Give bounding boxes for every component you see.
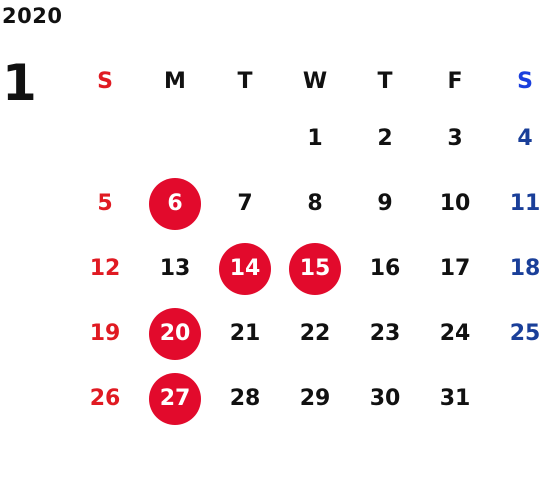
- day-cell[interactable]: 23: [350, 308, 420, 360]
- day-cell[interactable]: 4: [490, 113, 548, 165]
- day-number: 23: [369, 321, 401, 346]
- day-cell[interactable]: 31: [420, 373, 490, 425]
- day-number: 4: [517, 126, 533, 151]
- day-cell[interactable]: 19: [70, 308, 140, 360]
- weekday-friday: F: [447, 68, 463, 94]
- weekday-tuesday: T: [237, 68, 253, 94]
- holiday-day-number: 14: [219, 242, 271, 295]
- day-cell[interactable]: 30: [350, 373, 420, 425]
- day-cell[interactable]: 18: [490, 243, 548, 295]
- day-number: 5: [97, 191, 113, 216]
- day-number: 3: [447, 126, 463, 151]
- weekday-saturday: S: [517, 68, 533, 94]
- day-number: 30: [369, 386, 401, 411]
- day-cell[interactable]: 13: [140, 243, 210, 295]
- year-label: 2020: [2, 4, 63, 28]
- empty-day-cell: [490, 373, 548, 425]
- day-number: 13: [159, 256, 191, 281]
- day-number: 29: [299, 386, 331, 411]
- day-number: 19: [89, 321, 121, 346]
- day-number: 22: [299, 321, 331, 346]
- week-row: 1 2 3 4: [70, 106, 548, 171]
- day-number: 7: [237, 191, 253, 216]
- day-cell[interactable]: 26: [70, 373, 140, 425]
- day-number: 10: [439, 191, 471, 216]
- day-cell[interactable]: 25: [490, 308, 548, 360]
- day-number: 28: [229, 386, 261, 411]
- day-cell[interactable]: 5: [70, 178, 140, 230]
- day-number: 11: [509, 191, 541, 216]
- month-number: 1: [2, 54, 37, 112]
- day-number: 31: [439, 386, 471, 411]
- day-cell[interactable]: 7: [210, 178, 280, 230]
- holiday-day-number: 20: [149, 307, 201, 360]
- day-cell[interactable]: 24: [420, 308, 490, 360]
- day-cell[interactable]: 8: [280, 178, 350, 230]
- day-number: 1: [307, 126, 323, 151]
- holiday-day-number: 15: [289, 242, 341, 295]
- weekday-thursday: T: [377, 68, 393, 94]
- day-cell[interactable]: 1: [280, 113, 350, 165]
- day-cell[interactable]: 17: [420, 243, 490, 295]
- weekday-monday: M: [164, 68, 186, 94]
- day-number: 21: [229, 321, 261, 346]
- day-cell[interactable]: 22: [280, 308, 350, 360]
- day-number: 18: [509, 256, 541, 281]
- holiday-day-number: 6: [149, 177, 201, 230]
- holiday-day-number: 27: [149, 372, 201, 425]
- day-cell[interactable]: 16: [350, 243, 420, 295]
- week-row: 5 6 7 8 9 10 11: [70, 171, 548, 236]
- day-cell[interactable]: 28: [210, 373, 280, 425]
- day-cell[interactable]: 2: [350, 113, 420, 165]
- day-cell[interactable]: 21: [210, 308, 280, 360]
- day-cell[interactable]: 6: [140, 177, 210, 230]
- day-number: 2: [377, 126, 393, 151]
- day-cell[interactable]: 9: [350, 178, 420, 230]
- empty-day-cell: [70, 113, 140, 165]
- empty-day-cell: [210, 113, 280, 165]
- day-cell[interactable]: 27: [140, 372, 210, 425]
- week-row: 26 27 28 29 30 31: [70, 366, 548, 431]
- day-number: 24: [439, 321, 471, 346]
- day-number: 8: [307, 191, 323, 216]
- day-cell[interactable]: 20: [140, 307, 210, 360]
- day-cell[interactable]: 15: [280, 242, 350, 295]
- day-number: 26: [89, 386, 121, 411]
- day-cell[interactable]: 14: [210, 242, 280, 295]
- day-cell[interactable]: 12: [70, 243, 140, 295]
- weekday-wednesday: W: [302, 68, 328, 94]
- week-row: 12 13 14 15 16 17 18: [70, 236, 548, 301]
- day-cell[interactable]: 11: [490, 178, 548, 230]
- day-cell[interactable]: 10: [420, 178, 490, 230]
- empty-day-cell: [140, 113, 210, 165]
- day-number: 17: [439, 256, 471, 281]
- weekday-sunday: S: [97, 68, 113, 94]
- day-cell[interactable]: 29: [280, 373, 350, 425]
- day-number: 12: [89, 256, 121, 281]
- day-cell[interactable]: 3: [420, 113, 490, 165]
- weekday-header-row: S M T W T F S: [70, 56, 548, 106]
- day-number: 16: [369, 256, 401, 281]
- day-number: 9: [377, 191, 393, 216]
- week-row: 19 20 21 22 23 24 25: [70, 301, 548, 366]
- day-number: 25: [509, 321, 541, 346]
